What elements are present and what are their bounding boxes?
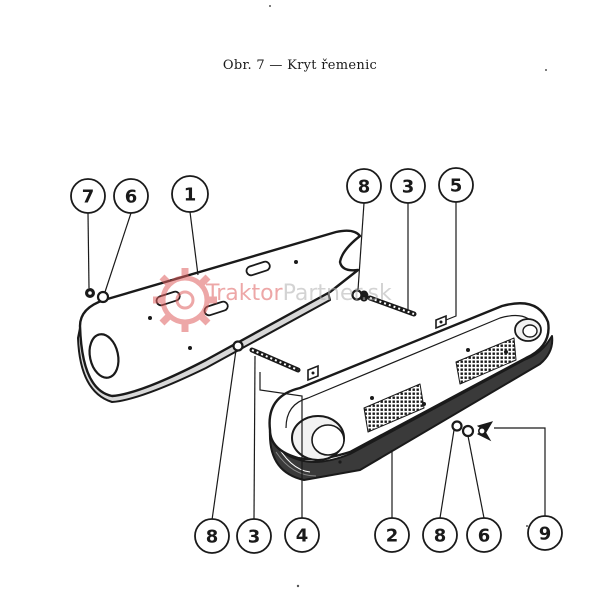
watermark: TraktorPartner.sk — [153, 268, 392, 332]
callout-3-bolt-upper: 3 — [402, 177, 415, 198]
callout-1-cover-plate: 1 — [184, 185, 197, 206]
callout-9-wing-nut: 9 — [539, 524, 552, 545]
callout-6-washer: 6 — [125, 187, 138, 208]
gear-icon — [153, 268, 217, 332]
washer-part-8-right — [451, 420, 463, 432]
callout-5-bracket: 5 — [450, 176, 463, 197]
watermark-text: TraktorPartner.sk — [205, 281, 392, 306]
callout-4-bracket: 4 — [296, 526, 309, 547]
washer-part-8-left — [232, 340, 244, 352]
stud-bolt-lower-part-3 — [249, 347, 301, 373]
callout-8-washer-upper: 8 — [358, 177, 371, 198]
bracket-tab-part-4 — [307, 364, 319, 382]
washer-part-6-right — [461, 424, 475, 438]
callout-8-washer-right: 8 — [434, 526, 447, 547]
callout-8-washer-left: 8 — [206, 527, 219, 548]
washer-part-6-left — [96, 290, 110, 304]
nut-part-7 — [85, 288, 95, 298]
figure-caption: Obr. 7 — Kryt řemenic — [222, 58, 378, 73]
callout-6-washer-right: 6 — [478, 526, 491, 547]
scan-specks — [269, 5, 547, 588]
cover-housing-part-2 — [268, 302, 554, 481]
washer-part-8-upper — [351, 289, 363, 301]
watermark-rest: Partner.sk — [283, 281, 392, 306]
bracket-tab-part-5 — [435, 314, 447, 330]
callout-2-housing: 2 — [386, 526, 399, 547]
callout-7-nut: 7 — [82, 187, 95, 208]
callout-3-bolt-lower: 3 — [248, 527, 261, 548]
callout-circles — [70, 167, 563, 554]
watermark-brand: Traktor — [205, 281, 284, 306]
wing-nut-part-9 — [476, 421, 494, 442]
leader-lines — [87, 202, 546, 521]
